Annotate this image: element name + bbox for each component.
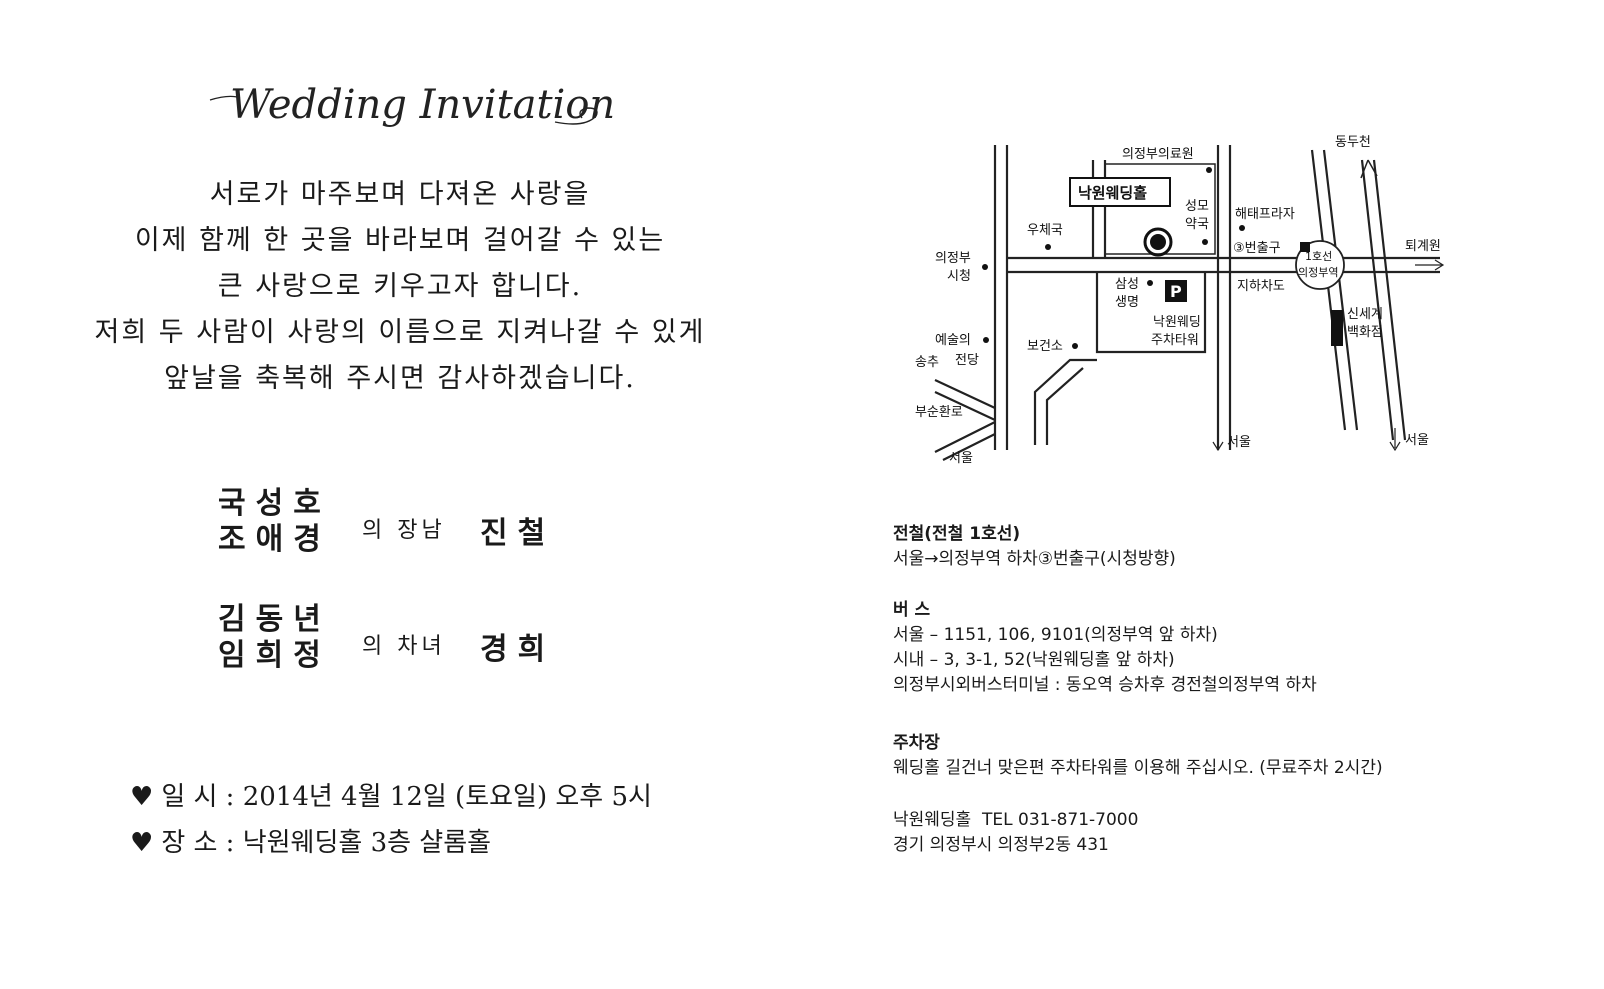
map-label-city-hall: 의정부 [935, 251, 971, 266]
groom-name: 진철 [480, 516, 556, 551]
parking-heading: 주차장 [893, 733, 940, 753]
bride-relation: 의 차녀 [362, 634, 446, 659]
map-label-toegyewon: 퇴계원 [1405, 239, 1441, 254]
venue-tel: TEL 031-871-7000 [982, 810, 1139, 830]
venue-name: 낙원웨딩홀 [893, 810, 972, 830]
map-label-post-office: 우체국 [1027, 223, 1063, 238]
map-label-exit3: ③번출구 [1233, 241, 1281, 256]
subway-section: 전철(전철 1호선) 서울→의정부역 하차③번출구(시청방향) [893, 522, 1176, 572]
map-label-shinsegae: 백화점 [1347, 325, 1383, 340]
map-label-shinsegae: 신세계 [1347, 307, 1383, 322]
place-row: ♥장 소 : 낙원웨딩홀 3층 샬롬홀 [130, 822, 491, 859]
script-title-text: Wedding Invitation [230, 82, 615, 128]
parking-section: 주차장 웨딩홀 길건너 맞은편 주차타워를 이용해 주십시오. (무료주차 2시… [893, 731, 1383, 781]
map-label-dongducheon: 동두천 [1335, 135, 1371, 150]
heart-icon: ♥ [130, 782, 154, 812]
subway-line: 서울→의정부역 하차③번출구(시청방향) [893, 549, 1176, 569]
map-label-seoul: 서울 [1405, 433, 1429, 448]
poem-line: 저희 두 사람이 사랑의 이름으로 지켜나갈 수 있게 [94, 317, 706, 348]
map-label-city-hall: 시청 [947, 269, 971, 284]
map-label-samsung: 삼성 [1115, 277, 1139, 292]
map-label-station: 의정부역 [1298, 266, 1338, 279]
location-map: 의정부의료원 낙원웨딩홀 우체국 성모 약국 의정부 시청 삼성 생명 P 낙원… [903, 130, 1475, 475]
map-label-underpass: 지하차도 [1237, 279, 1285, 294]
poem-line: 서로가 마주보며 다져온 사랑을 [209, 179, 591, 210]
parking-line: 웨딩홀 길건너 맞은편 주차타워를 이용해 주십시오. (무료주차 2시간) [893, 758, 1383, 778]
map-label-pharmacy: 성모 [1185, 199, 1209, 214]
datetime-text: 일 시 : 2014년 4월 12일 (토요일) 오후 5시 [161, 782, 652, 812]
bride-family: 김동년 임희정 [218, 602, 331, 674]
map-label-haetae: 해태프라자 [1235, 207, 1295, 222]
venue-address: 경기 의정부시 의정부2동 431 [893, 835, 1109, 855]
bus-line: 시내 – 3, 3-1, 52(낙원웨딩홀 앞 하차) [893, 650, 1175, 670]
poem-line: 이제 함께 한 곳을 바라보며 걸어갈 수 있는 [134, 225, 666, 256]
heart-icon: ♥ [130, 828, 154, 858]
bride-mother: 임희정 [218, 638, 331, 673]
bride-father: 김동년 [218, 602, 331, 637]
subway-heading: 전철(전철 1호선) [893, 524, 1021, 544]
groom-family: 국성호 조애경 [218, 486, 331, 558]
bus-heading: 버 스 [893, 600, 931, 620]
map-label-venue: 낙원웨딩홀 [1078, 184, 1147, 202]
map-label-station: 1호선 [1305, 250, 1332, 263]
map-label-seoul: 서울 [1227, 435, 1251, 450]
map-label-hospital: 의정부의료원 [1122, 147, 1194, 162]
groom-father: 국성호 [218, 486, 331, 521]
map-label-parking-tower: 낙원웨딩 [1153, 315, 1201, 330]
poem-line: 큰 사랑으로 키우고자 합니다. [217, 271, 583, 302]
contact-section: 낙원웨딩홀 TEL 031-871-7000 경기 의정부시 의정부2동 431 [893, 808, 1138, 858]
map-label-health-center: 보건소 [1027, 339, 1063, 354]
place-text: 장 소 : 낙원웨딩홀 3층 샬롬홀 [161, 828, 492, 858]
map-label-seobu-road: 서부순환로 [915, 405, 963, 420]
map-label-seoul: 서울 [949, 451, 973, 466]
groom-mother: 조애경 [218, 522, 331, 557]
groom-relation: 의 장남 [362, 518, 446, 543]
parking-icon: P [1170, 282, 1182, 301]
map-label-songchu: 송추 [915, 355, 939, 370]
bus-section: 버 스 서울 – 1151, 106, 9101(의정부역 앞 하차) 시내 –… [893, 598, 1317, 698]
map-label-arts-center: 예술의 [935, 333, 971, 348]
script-title: Wedding Invitation [209, 78, 615, 138]
invitation-message: 서로가 마주보며 다져온 사랑을 이제 함께 한 곳을 바라보며 걸어갈 수 있… [60, 172, 740, 402]
script-title-art: Wedding Invitation [209, 82, 615, 128]
map-label-samsung: 생명 [1115, 295, 1139, 310]
bride-name: 경희 [480, 632, 556, 667]
datetime-row: ♥일 시 : 2014년 4월 12일 (토요일) 오후 5시 [130, 776, 652, 813]
bus-line: 서울 – 1151, 106, 9101(의정부역 앞 하차) [893, 625, 1218, 645]
bus-line: 의정부시외버스터미널 : 동오역 승차후 경전철의정부역 하차 [893, 675, 1317, 695]
map-label-pharmacy: 약국 [1185, 217, 1209, 232]
poem-line: 앞날을 축복해 주시면 감사하겠습니다. [164, 363, 636, 394]
map-label-parking-tower: 주차타워 [1151, 333, 1199, 348]
map-svg: 의정부의료원 낙원웨딩홀 우체국 성모 약국 의정부 시청 삼성 생명 P 낙원… [903, 135, 1445, 466]
map-label-arts-center: 전당 [955, 353, 979, 368]
